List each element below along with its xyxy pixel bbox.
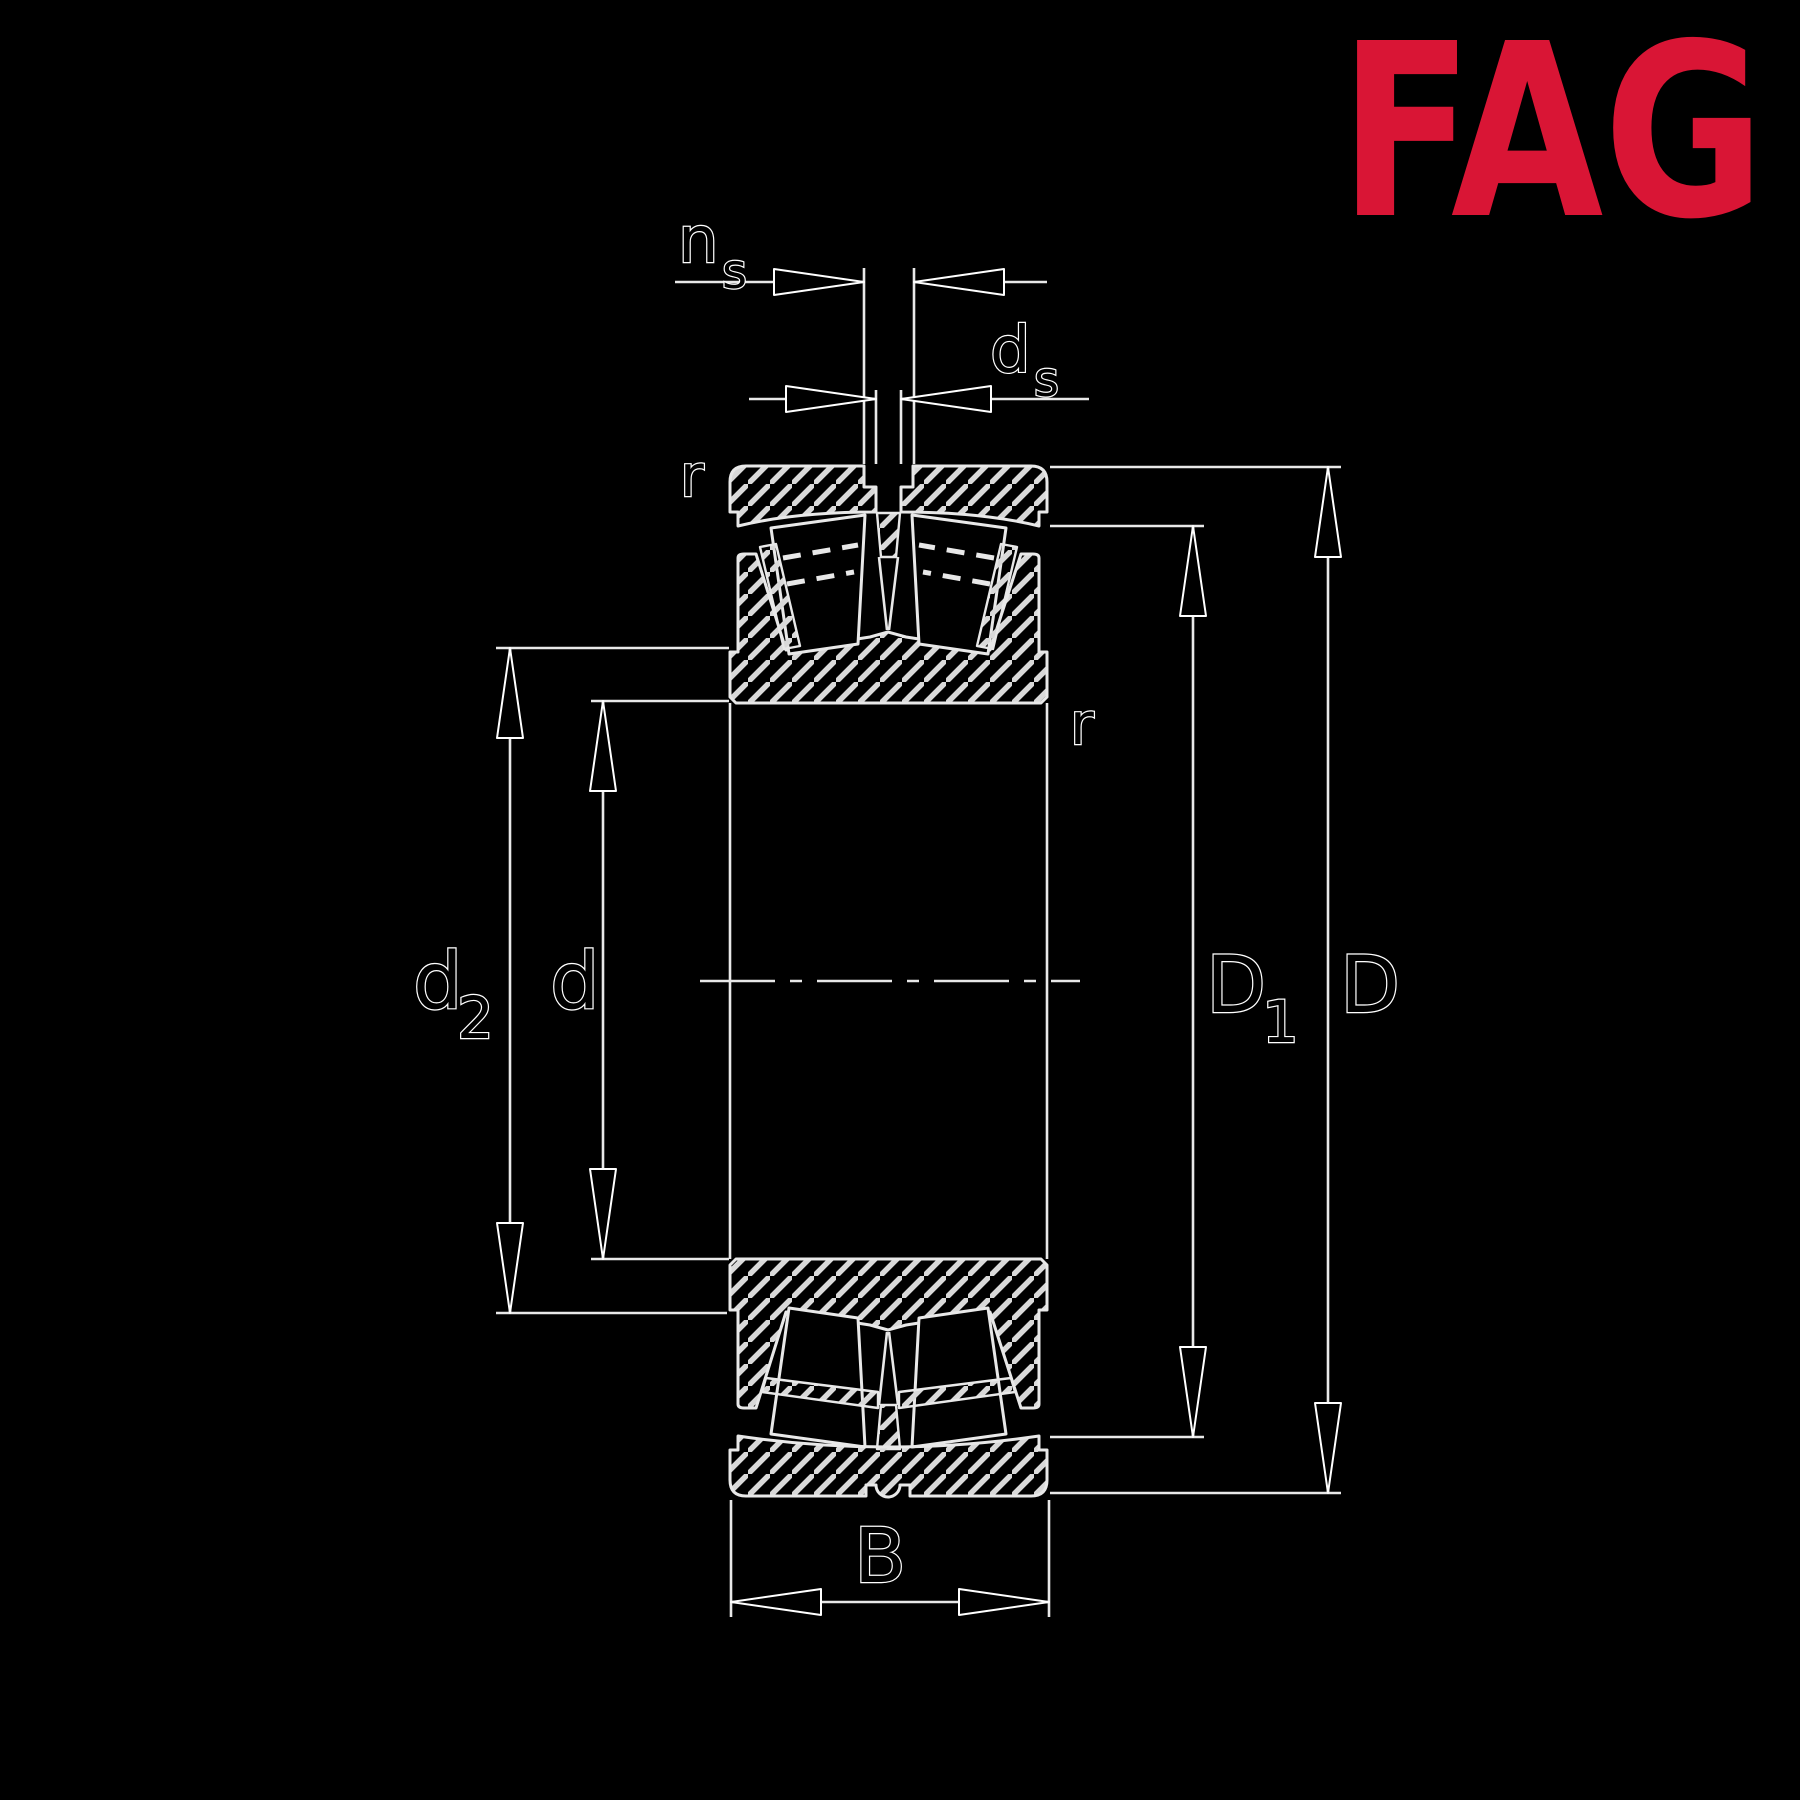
arrowhead — [589, 700, 617, 792]
arrowhead — [913, 268, 1005, 296]
arrowhead — [1314, 466, 1342, 558]
arrowhead — [589, 1168, 617, 1260]
roller-hidden-line — [782, 542, 859, 561]
arrowhead — [496, 1222, 524, 1314]
dim-label-d2-subscript: 2 — [457, 984, 494, 1052]
dim-label-ds-subscript: s — [1034, 352, 1059, 408]
dimension-labels: n s d s r r d 2 d D 1 D B — [412, 203, 1401, 1601]
dim-label-D: D — [1340, 941, 1400, 1031]
cage-bar-upper-right — [975, 542, 1019, 651]
dim-label-D1: D — [1206, 941, 1266, 1031]
bearing-outline — [700, 464, 1080, 1499]
arrowhead — [1179, 525, 1207, 617]
fag-logo: FAG — [1339, 0, 1765, 272]
radius-label-inner: r — [1070, 690, 1094, 758]
cage-band-lower-left — [760, 1376, 880, 1410]
dim-label-D1-subscript: 1 — [1262, 988, 1299, 1056]
dim-label-B: B — [854, 1511, 906, 1600]
arrowhead — [958, 1588, 1050, 1616]
radius-label-outer: r — [680, 442, 704, 510]
outer-ring-upper-right — [899, 464, 1049, 528]
cage-band-lower-right — [897, 1376, 1017, 1410]
outer-ring-lower — [728, 1434, 1049, 1499]
dim-label-ds: d — [990, 314, 1031, 388]
dim-label-ns: n — [678, 204, 719, 278]
cage-bar-upper-left — [758, 542, 802, 651]
arrowhead — [773, 268, 865, 296]
roller-hidden-line — [922, 569, 991, 587]
dim-label-d: d — [550, 937, 600, 1027]
cage-center-rib-upper — [875, 511, 902, 559]
cage-center-rib-lower-lines — [877, 1331, 900, 1406]
roller-hidden-line — [918, 542, 995, 561]
arrowhead — [1314, 1402, 1342, 1494]
dimension-lines — [496, 268, 1342, 1617]
arrowhead — [730, 1588, 822, 1616]
dim-label-ns-subscript: s — [722, 244, 747, 300]
outer-ring-upper-left — [728, 464, 878, 528]
arrowhead — [1179, 1346, 1207, 1438]
roller-hidden-line — [786, 569, 855, 587]
roller-lower-left — [769, 1306, 867, 1449]
arrowhead — [785, 385, 877, 413]
arrowhead — [496, 647, 524, 739]
roller-lower-right — [910, 1306, 1008, 1449]
arrowhead — [900, 385, 992, 413]
cage-center-rib-lower — [875, 1403, 902, 1451]
cage-center-rib-upper-lines — [877, 556, 900, 631]
dim-label-d2: d — [413, 937, 463, 1027]
